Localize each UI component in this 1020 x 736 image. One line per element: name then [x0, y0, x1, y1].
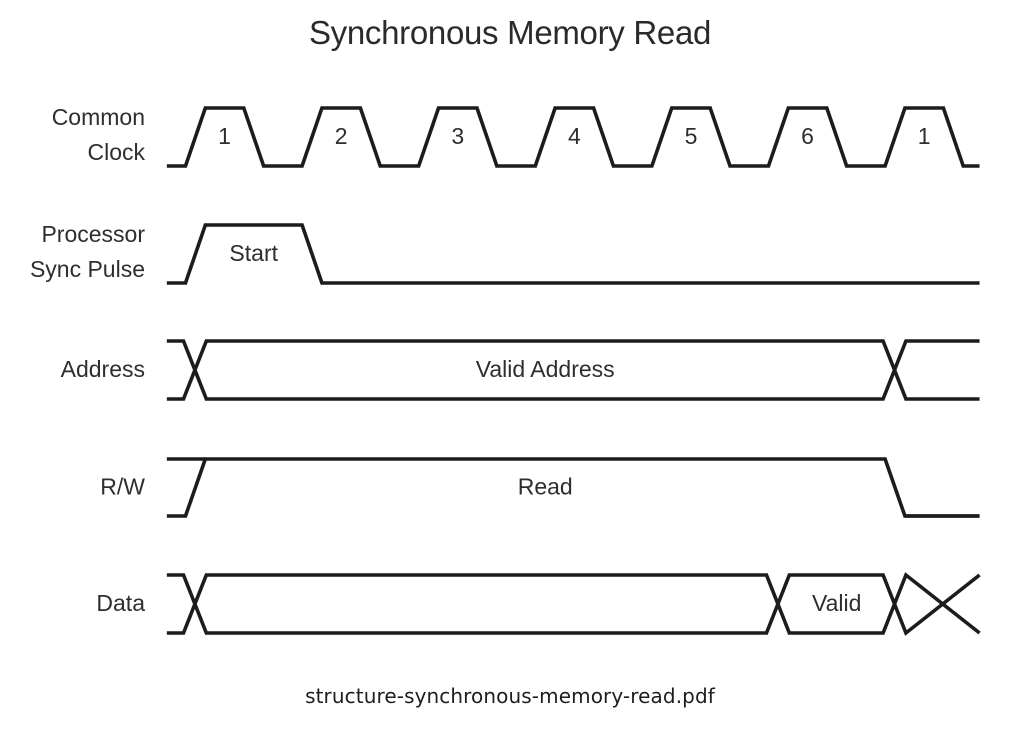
signal-label-clock: Clock	[87, 139, 145, 165]
signal-label-clock: Common	[52, 104, 145, 130]
rw-segment-label: Read	[518, 474, 573, 500]
clock-cycle-label: 6	[801, 123, 814, 149]
data-bus-lower-line	[166, 572, 981, 635]
signal-label-data: Data	[96, 590, 145, 616]
data-segment-label: Valid	[812, 590, 861, 616]
clock-cycle-label: 3	[451, 123, 464, 149]
pulse-label: Start	[229, 240, 278, 266]
sync-waveform	[166, 223, 980, 285]
clock-waveform	[166, 106, 980, 168]
clock-cycle-label: 5	[685, 123, 698, 149]
rw-waveform	[166, 457, 980, 518]
address-bus-lower-line	[166, 339, 980, 401]
signal-label-address: Address	[61, 356, 145, 382]
signal-label-sync: Sync Pulse	[30, 256, 145, 282]
address-segment-label: Valid Address	[476, 356, 615, 382]
signal-label-sync: Processor	[41, 221, 145, 247]
address-bus-upper-line	[166, 339, 980, 401]
clock-cycle-label: 1	[918, 123, 931, 149]
diagram-title: Synchronous Memory Read	[308, 14, 712, 51]
signal-label-rw: R/W	[100, 474, 145, 500]
clock-cycle-label: 4	[568, 123, 581, 149]
clock-cycle-label: 1	[218, 123, 231, 149]
clock-cycle-label: 2	[335, 123, 348, 149]
file-caption: structure-synchronous-memory-read.pdf	[305, 684, 715, 708]
